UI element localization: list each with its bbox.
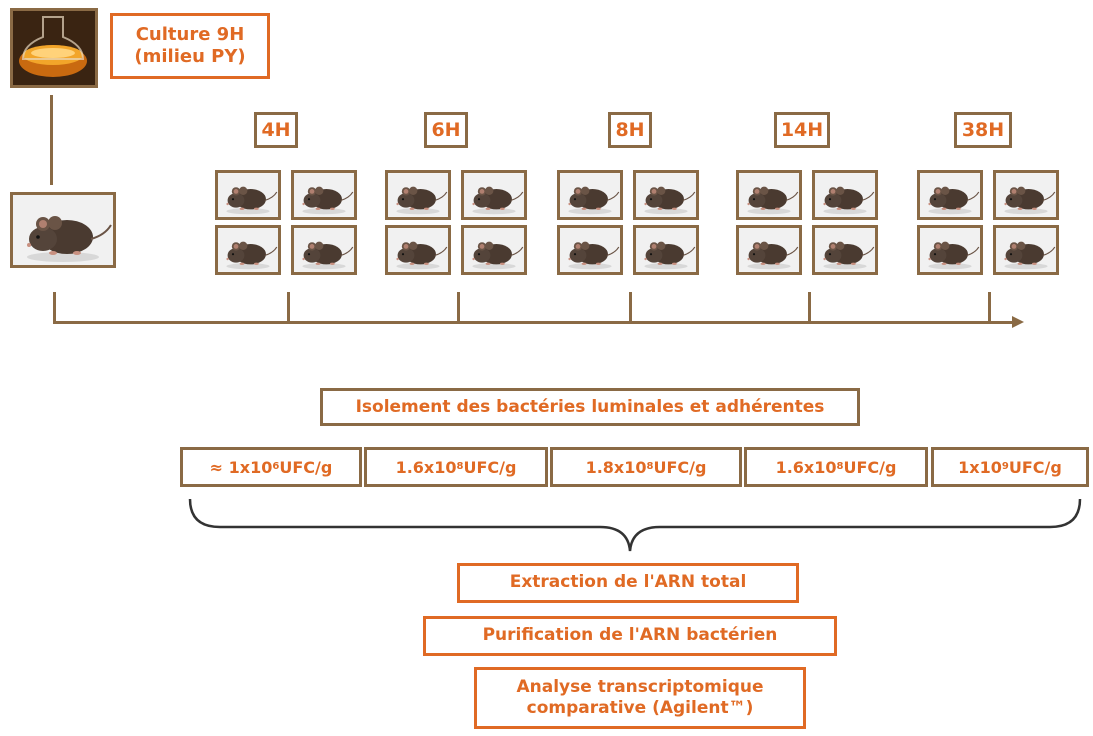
flask-image [10,8,98,88]
analysis-step: Analyse transcriptomique comparative (Ag… [474,667,806,729]
timepoint-label-14h: 14H [774,112,830,148]
control-mouse-image [10,192,116,268]
timepoint-label-8h: 8H [608,112,652,148]
mouse-image [385,225,451,275]
timepoint-label-6h: 6H [424,112,468,148]
mouse-image [291,170,357,220]
mouse-image [736,170,802,220]
mouse-image [993,170,1059,220]
mouse-image [215,225,281,275]
grouping-brace [188,498,1082,552]
mouse-image [917,225,983,275]
culture-connector-line [50,95,53,185]
mouse-image [461,225,527,275]
mouse-image [633,170,699,220]
extraction-step: Extraction de l'ARN total [457,563,799,603]
isolation-label: Isolement des bactéries luminales et adh… [320,388,860,426]
mouse-image [461,170,527,220]
analysis-line2: comparative (Agilent™) [526,698,754,718]
mouse-image [736,225,802,275]
mouse-image [291,225,357,275]
purification-step: Purification de l'ARN bactérien [423,616,837,656]
mouse-image [812,170,878,220]
mouse-image [557,225,623,275]
mouse-image [557,170,623,220]
timepoint-label-38h: 38H [954,112,1012,148]
culture-line2: (milieu PY) [134,46,246,67]
mouse-image [812,225,878,275]
mouse-image [385,170,451,220]
timeline-arrowhead [1012,316,1024,328]
timepoint-label-4h: 4H [254,112,298,148]
analysis-line1: Analyse transcriptomique [516,676,764,697]
mouse-image [917,170,983,220]
mouse-image [633,225,699,275]
mouse-image [215,170,281,220]
mouse-image [993,225,1059,275]
culture-label: Culture 9H (milieu PY) [110,13,270,79]
culture-line1: Culture 9H [135,23,245,45]
